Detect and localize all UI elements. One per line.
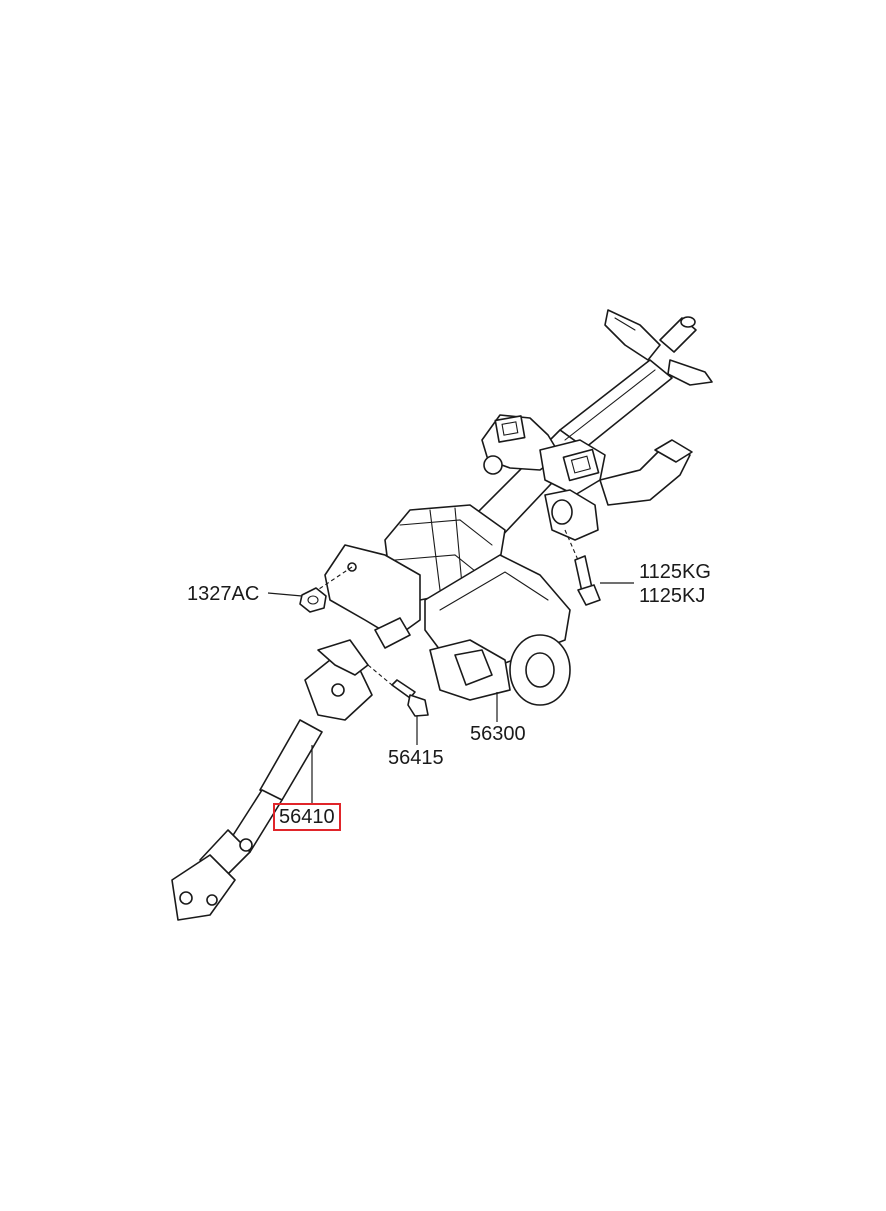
column-lower-bracket [544, 489, 599, 541]
intermediate-shaft [171, 639, 373, 921]
column-mounting-bracket [481, 414, 606, 496]
part-label-1327AC[interactable]: 1327AC [187, 583, 260, 605]
column-top-bracket [604, 309, 713, 386]
bolt-1125KG [564, 529, 601, 606]
part-label-56415[interactable]: 56415 [388, 747, 444, 769]
bolt-56415 [367, 664, 429, 717]
column-tilt-lever [599, 439, 693, 506]
part-label-56410-highlighted[interactable]: 56410 [273, 803, 341, 831]
column-top-shaft-tip [659, 316, 697, 353]
part-label-1125KJ[interactable]: 1125KJ [639, 585, 706, 607]
part-label-1125KG[interactable]: 1125KG [639, 561, 711, 583]
part-label-56300[interactable]: 56300 [470, 723, 526, 745]
leader-1327AC [267, 592, 303, 597]
column-left-mount-plate [309, 544, 421, 639]
column-output-stub [374, 617, 411, 649]
nut-1327AC [299, 587, 327, 613]
eps-motor-unit [424, 554, 571, 706]
